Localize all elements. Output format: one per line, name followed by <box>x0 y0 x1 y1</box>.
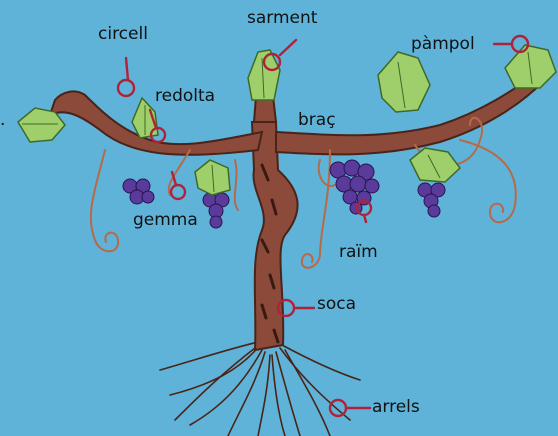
label-soca: soca <box>317 296 356 313</box>
grape-cluster-center <box>203 193 229 228</box>
label-circell: circell <box>98 26 148 43</box>
label-pampol: pàmpol <box>411 36 475 53</box>
grape-cluster-left <box>123 179 154 204</box>
label-sarment: sarment <box>247 10 317 27</box>
label-raim: raïm <box>339 244 378 261</box>
label-brac: braç <box>298 112 336 129</box>
leaf-far-right <box>505 45 556 88</box>
roots <box>160 342 360 436</box>
label-arrels: arrels <box>372 399 420 416</box>
grape-cluster-right <box>418 183 445 217</box>
leaf-right <box>410 148 460 182</box>
pointer-circell <box>126 58 128 80</box>
label-redolta: redolta <box>155 88 215 105</box>
label-edge-mark: . <box>0 112 5 129</box>
pointer-sarment <box>280 40 296 55</box>
label-gemma: gemma <box>133 212 198 229</box>
pointer-markers-lower <box>278 300 370 416</box>
